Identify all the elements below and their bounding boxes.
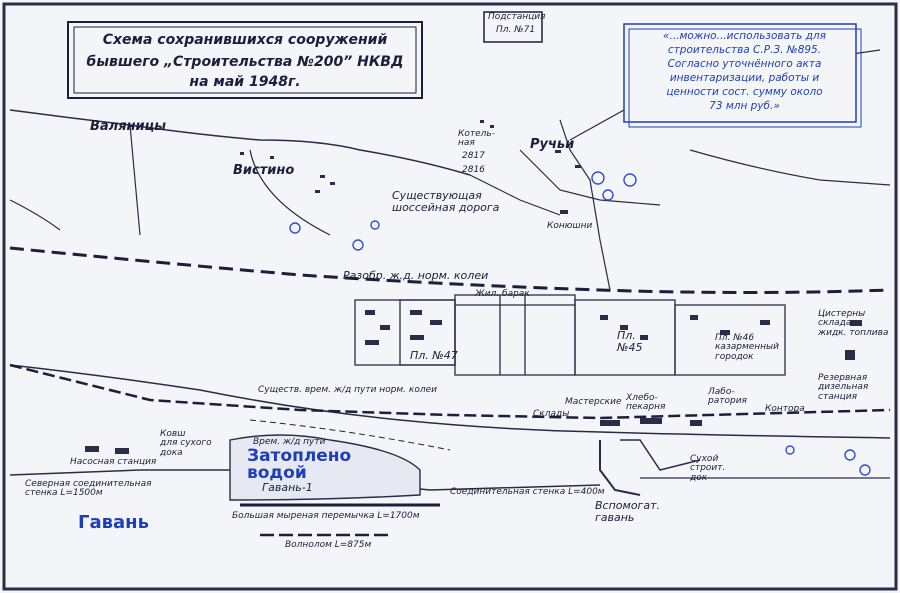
- building-plots: [354, 294, 786, 376]
- settlement-ruchyi: Ручьи: [530, 137, 575, 152]
- label-breakwater: Волнолом L=875м: [285, 540, 372, 550]
- label-office: Контора: [765, 404, 805, 414]
- label-pl46: Пл. №46 казарменный городок: [715, 333, 780, 362]
- label-existing-rail: Существ. врем. ж/д пути норм. колеи: [258, 385, 437, 395]
- terrain-line: [9, 109, 471, 176]
- settlement-vistino: Вистино: [233, 163, 295, 178]
- label-bakery: Хлебо- пекарня: [626, 393, 666, 413]
- label-bulkhead: Большая мыреная перемычка L=1700м: [232, 511, 420, 521]
- quote-line1: «...можно...использовать для: [663, 30, 826, 42]
- quote-cartouche: «...можно...использовать для строительст…: [622, 22, 862, 128]
- label-harbor: Гавань: [78, 512, 149, 533]
- shoreline: [9, 364, 891, 439]
- terrain-line: [689, 149, 891, 186]
- map-title-line2: бывшего „Строительства №200” НКВД: [86, 54, 404, 70]
- cartouche-frame: [67, 21, 423, 99]
- aux-harbor-pier: [599, 440, 641, 496]
- substation-box: Подстанция Пл. №71: [482, 10, 546, 44]
- small-buildings: [85, 120, 862, 454]
- label-pl47: Пл. №47: [410, 349, 458, 362]
- label-reserve-station: Резервная дизельная станция: [818, 373, 869, 402]
- map-title-line3: на май 1948г.: [189, 74, 301, 90]
- label-2817: 2817: [462, 151, 485, 161]
- label-aux-harbor: Вспомогат. гавань: [595, 499, 660, 524]
- quote-line3: Согласно уточнённого акта: [667, 58, 822, 70]
- label-pump-station: Насосная станция: [70, 457, 157, 467]
- label-connecting-wall: Соединительная стенка L=400м: [450, 487, 605, 497]
- flooded-area: [229, 434, 421, 501]
- label-koviy: Ковш для сухого дока: [160, 429, 212, 458]
- label-temp-rail: Врем. ж/д пути: [253, 437, 326, 447]
- label-workshops: Мастерские: [565, 397, 622, 407]
- label-dry-dock: Сухой строит. док: [690, 454, 726, 483]
- road-line: [249, 149, 331, 236]
- dismantled-railway: [9, 246, 891, 294]
- ponds: [289, 171, 871, 476]
- label-boiler: Котель- ная: [458, 129, 495, 149]
- label-north-wall: Северная соединительная стенка L=1500м: [25, 479, 152, 499]
- label-highway: Существующая шоссейная дорога: [392, 189, 500, 214]
- road-line: [129, 124, 141, 236]
- label-konyushni: Конюшни: [547, 221, 593, 231]
- map-title-line1: Схема сохранившихся сооружений: [102, 32, 388, 48]
- road-line: [559, 119, 611, 291]
- label-pl45: Пл. №45: [617, 329, 643, 354]
- quote-line4: инвентаризации, работы и: [669, 72, 820, 84]
- label-tanks: Цистерны склада жидк. топлива: [818, 309, 889, 338]
- existing-railway: [9, 363, 891, 420]
- road-line: [519, 149, 661, 206]
- quote-line2: строительства С.Р.З. №895.: [667, 44, 822, 56]
- label-warehouses: Склады: [533, 409, 570, 419]
- terrain-line: [9, 199, 61, 231]
- substation-label: Подстанция: [488, 12, 546, 22]
- quote-line5: ценности сост. сумму около: [666, 86, 823, 98]
- label-barracks: Жил. барак: [475, 289, 530, 299]
- label-2816: 2816: [462, 165, 485, 175]
- substation-number: Пл. №71: [496, 25, 536, 35]
- highway-line: [469, 174, 561, 216]
- label-dismantled-rail: Разобр. ж.д. норм. колеи: [343, 269, 489, 282]
- settlement-valyanitsy: Валяницы: [90, 119, 167, 134]
- label-harbor1: Гавань-1: [262, 481, 313, 494]
- label-laboratory: Лабо- ратория: [708, 387, 747, 407]
- label-flooded: Затоплено водой: [247, 446, 352, 483]
- title-cartouche: Схема сохранившихся сооружений бывшего „…: [60, 18, 430, 102]
- temp-rail: [249, 419, 451, 451]
- dry-dock-pier: [620, 439, 701, 471]
- quote-line6: 73 млн руб.»: [709, 100, 780, 112]
